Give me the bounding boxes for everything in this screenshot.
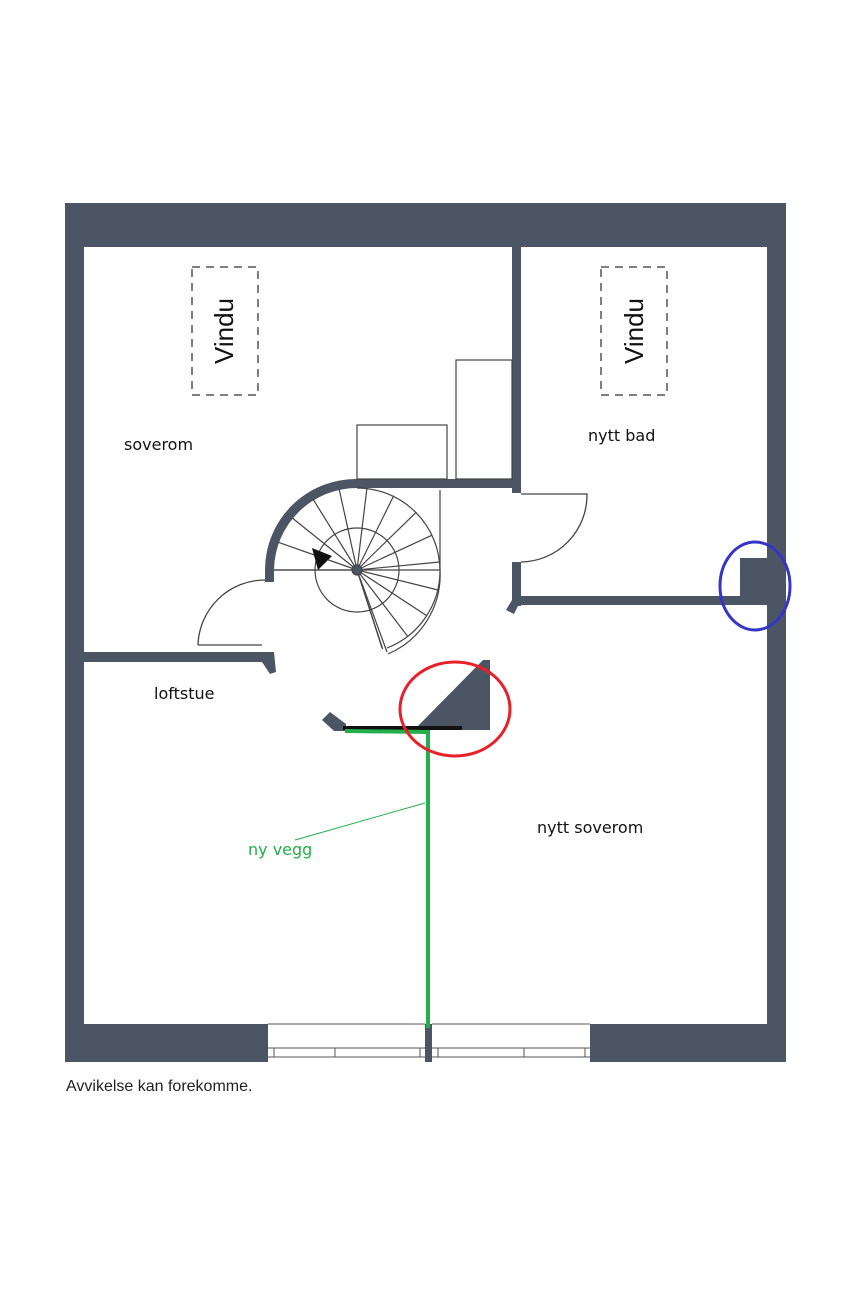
new-wall: [294, 726, 462, 1028]
stair-tread: [356, 511, 417, 571]
blue-highlight-circle: [718, 540, 792, 632]
stair-tread: [312, 499, 358, 571]
bottom-windows: [268, 1023, 590, 1062]
skylight-right: Vindu: [600, 266, 668, 396]
stair-tread: [356, 569, 438, 591]
window-label: Vindu: [209, 298, 239, 364]
stair-tread: [356, 569, 384, 650]
disclaimer-text: Avvikelse kan forekomme.: [66, 1078, 252, 1095]
red-highlight-circle: [398, 660, 512, 758]
stair-tread: [356, 487, 368, 571]
new-wall-label: ny vegg: [248, 840, 312, 859]
stair-tread: [291, 517, 358, 571]
room-label-loftstue: loftstue: [154, 684, 214, 703]
skylight-left: Vindu: [191, 266, 259, 396]
stair-tread: [338, 488, 358, 571]
stair-tread: [356, 534, 433, 571]
room-label-soverom: soverom: [124, 435, 193, 454]
stair-tread: [356, 561, 440, 571]
room-label-nytt-bad: nytt bad: [588, 426, 655, 445]
stair-direction-arrow: [312, 548, 332, 570]
wall-corner-triangle: [414, 660, 490, 730]
stair-tread: [356, 569, 408, 637]
stair-tread: [356, 495, 395, 571]
interior-walls: [84, 247, 767, 731]
doors: [197, 493, 588, 646]
outer-walls: [65, 203, 786, 1062]
stair-tread: [356, 569, 427, 616]
window-label: Vindu: [619, 298, 649, 364]
room-label-nytt-soverom: nytt soverom: [537, 818, 643, 837]
staircase: [274, 359, 513, 655]
